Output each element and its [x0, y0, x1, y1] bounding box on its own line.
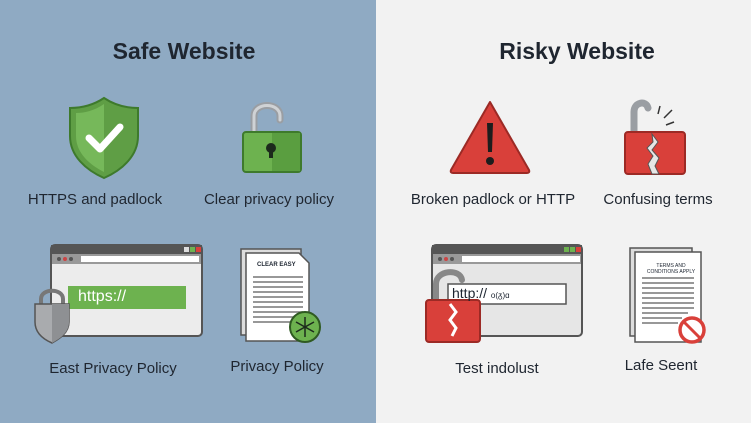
document-icon — [240, 248, 321, 343]
safe-item-label: Clear privacy policy — [203, 191, 335, 208]
browser-http-icon — [425, 244, 583, 343]
risky-item-label: Lafe Seent — [624, 357, 698, 374]
http-url-text: http:// o(ᵹ)ɑ — [452, 285, 510, 301]
warning-triangle-icon — [449, 101, 531, 174]
risky-title: Risky Website — [499, 38, 655, 64]
safe-item-label: HTTPS and padlock — [27, 191, 163, 208]
padlock-icon — [242, 102, 302, 173]
terms-document-icon — [629, 247, 706, 344]
risky-item-label: Confusing terms — [603, 191, 713, 208]
risky-panel — [376, 0, 751, 423]
terms-heading-line-2: CONDITIONS APPLY — [646, 269, 696, 275]
https-url-text: https:// — [78, 288, 127, 305]
safe-item-label: East Privacy Policy — [49, 360, 177, 377]
broken-padlock-icon — [624, 99, 686, 175]
safe-panel — [0, 0, 376, 423]
shield-check-icon — [69, 96, 139, 180]
safe-item-label: Privacy Policy — [230, 358, 324, 375]
http-garbled-suffix: o(ᵹ)ɑ — [490, 291, 510, 300]
browser-https-icon — [34, 244, 203, 344]
doc-heading: CLEAR EASY — [257, 262, 296, 268]
risky-item-label: Test indolust — [455, 360, 539, 377]
safe-title: Safe Website — [112, 38, 256, 64]
risky-item-label: Broken padlock or HTTP — [410, 191, 576, 208]
terms-heading-line-1: TERMS AND — [656, 263, 686, 269]
http-prefix: http:// — [452, 285, 488, 301]
